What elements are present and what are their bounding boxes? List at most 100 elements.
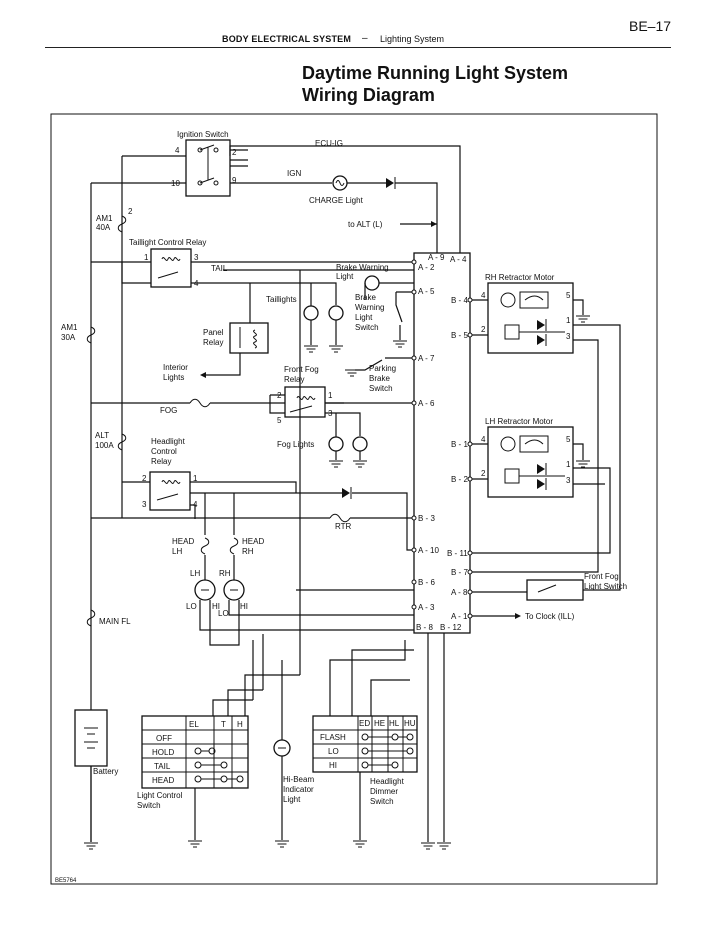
lcs-col-el: EL	[189, 720, 199, 729]
brake-warning-light-label-2: Light	[336, 272, 354, 281]
hi-label-2: HI	[240, 602, 248, 611]
rh-retractor-label: RH Retractor Motor	[485, 273, 555, 282]
title-line-2: Wiring Diagram	[302, 85, 435, 105]
parking-brake-label-1: Parking	[369, 364, 396, 373]
brake-warning-light-label-1: Brake Warning	[336, 263, 389, 272]
hr-pin-1: 1	[193, 474, 198, 483]
term-b7: B - 7	[451, 568, 468, 577]
term-a8: A - 8	[451, 588, 468, 597]
term-a5: A - 5	[418, 287, 435, 296]
ign-pin-9: 9	[232, 176, 237, 185]
header-rule	[45, 47, 671, 48]
front-fog-relay-label-1: Front Fog	[284, 365, 319, 374]
panel-relay-label-1: Panel	[203, 328, 224, 337]
taillights-label: Taillights	[266, 295, 297, 304]
hibeam-label-2: Indicator	[283, 785, 314, 794]
head-rh-label-1: HEAD	[242, 537, 264, 546]
lh-pin-1: 1	[566, 460, 571, 469]
lh-pin-4: 4	[481, 435, 486, 444]
footer-code: BE5764	[55, 878, 77, 884]
lh-label: LH	[190, 569, 200, 578]
dimmer-label-1: Headlight	[370, 777, 405, 786]
front-fog-relay	[284, 386, 326, 418]
interior-lights-label-2: Lights	[163, 373, 184, 382]
bwls-label-2: Warning	[355, 303, 385, 312]
am1-pin-2: 2	[128, 207, 133, 216]
rh-pin-3: 3	[566, 332, 571, 341]
rh-pin-1: 1	[566, 316, 571, 325]
lh-pin-5: 5	[566, 435, 571, 444]
hibeam-label-3: Light	[283, 795, 301, 804]
ff-pin-1: 1	[328, 391, 333, 400]
taillight-relay	[150, 248, 192, 288]
charge-diode	[386, 178, 394, 188]
ign-pin-4: 4	[175, 146, 180, 155]
section-title: BODY ELECTRICAL SYSTEM	[222, 34, 352, 44]
dim-col-hu: HU	[404, 719, 416, 728]
lh-pin-2: 2	[481, 469, 486, 478]
battery-label: Battery	[93, 767, 118, 776]
dim-row-hi: HI	[329, 761, 337, 770]
alt-100a-label-2: 100A	[95, 441, 114, 450]
am1-30a-label-1: AM1	[61, 323, 78, 332]
ff-pin-5: 5	[277, 416, 282, 425]
lo-label-2: LO	[218, 609, 229, 618]
rh-retractor-motor	[487, 282, 574, 354]
term-b11: B - 11	[447, 549, 468, 558]
brake-warning-light	[364, 275, 380, 291]
tr-pin-1: 1	[144, 253, 149, 262]
term-b6: B - 6	[418, 578, 435, 587]
fog-lights-label: Fog Lights	[277, 440, 314, 449]
hr-pin-4: 4	[193, 500, 198, 509]
to-clock-label: To Clock (ILL)	[525, 612, 575, 621]
head-rh-label-2: RH	[242, 547, 254, 556]
rh-label: RH	[219, 569, 231, 578]
head-lh-label-2: LH	[172, 547, 182, 556]
subsection-title: Lighting System	[380, 34, 445, 44]
dimmer-label-2: Dimmer	[370, 787, 398, 796]
am1-30a-label-2: 30A	[61, 333, 76, 342]
term-b8: B - 8	[416, 623, 433, 632]
taillight-relay-label: Taillight Control Relay	[129, 238, 206, 247]
diagram-frame	[50, 113, 658, 885]
diagram-title: Daytime Running Light System Wiring Diag…	[302, 62, 568, 106]
hi-label-1: HI	[212, 602, 220, 611]
rh-pin-5: 5	[566, 291, 571, 300]
lcs-row-off: OFF	[156, 734, 172, 743]
term-a2: A - 2	[418, 263, 435, 272]
dimmer-label-3: Switch	[370, 797, 394, 806]
lh-retractor-motor	[487, 426, 574, 498]
dim-row-lo: LO	[328, 747, 339, 756]
lh-pin-3: 3	[566, 476, 571, 485]
parking-brake-label-3: Switch	[369, 384, 393, 393]
ign-pin-2: 2	[232, 148, 237, 157]
term-b4: B - 4	[451, 296, 468, 305]
ign-pin-10: 10	[171, 179, 180, 188]
hibeam-label-1: Hi-Beam	[283, 775, 314, 784]
main-fl-label: MAIN FL	[99, 617, 131, 626]
fog-light-right	[352, 436, 368, 452]
am1-40a-label-2: 40A	[96, 223, 111, 232]
light-control-label-1: Light Control	[137, 791, 183, 800]
parking-brake-label-2: Brake	[369, 374, 390, 383]
bwls-label-1: Brake	[355, 293, 376, 302]
dim-col-ed: ED	[359, 719, 370, 728]
bwls-label-4: Switch	[355, 323, 379, 332]
hr-pin-3: 3	[142, 500, 147, 509]
panel-relay	[229, 322, 269, 354]
front-fog-light-switch	[526, 579, 584, 601]
term-b3: B - 3	[418, 514, 435, 523]
term-a7: A - 7	[418, 354, 435, 363]
lcs-row-tail: TAIL	[154, 762, 171, 771]
lcs-row-hold: HOLD	[152, 748, 174, 757]
rh-pin-2: 2	[481, 325, 486, 334]
tail-label: TAIL	[211, 264, 228, 273]
charge-light-label: CHARGE Light	[309, 196, 364, 205]
bwls-label-3: Light	[355, 313, 373, 322]
fog-light-left	[328, 436, 344, 452]
lcs-row-head: HEAD	[152, 776, 174, 785]
head-lh-label-1: HEAD	[172, 537, 194, 546]
light-control-label-2: Switch	[137, 801, 161, 810]
front-fog-switch-label-2: Light Switch	[584, 582, 627, 591]
taillight-right	[328, 305, 344, 321]
